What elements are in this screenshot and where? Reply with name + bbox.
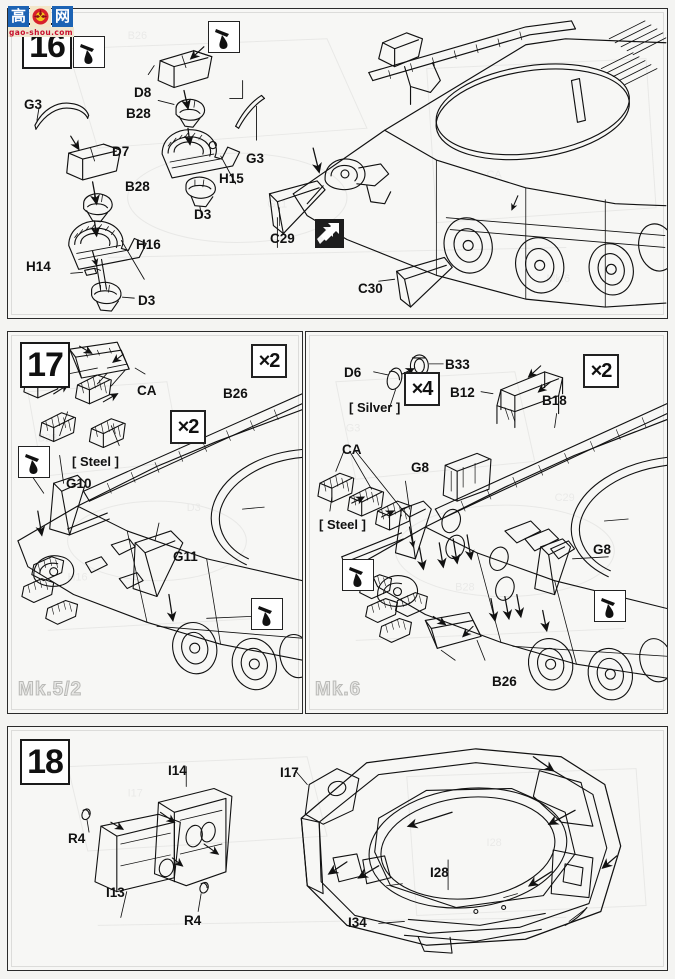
part-label-d7: D7	[112, 144, 130, 159]
svg-text:Mk.6: Mk.6	[546, 273, 570, 285]
part-label-i34: I34	[348, 915, 367, 930]
multiplier-steel: ×2	[170, 410, 206, 444]
glue-drop-icon	[18, 446, 50, 478]
svg-text:I28: I28	[487, 837, 502, 849]
svg-text:B26: B26	[128, 30, 148, 42]
material-label-silver: [ Silver ]	[349, 400, 401, 415]
step-18-artwork	[8, 727, 667, 970]
part-label-b28: B28	[126, 106, 151, 121]
glue-drop-icon	[208, 21, 240, 53]
part-label-d6: D6	[344, 365, 362, 380]
variant-mark-mk6: Mk.6	[314, 679, 362, 701]
part-label-g8: G8	[593, 542, 612, 557]
part-label-h15: H15	[219, 171, 244, 186]
svg-text:D3: D3	[187, 502, 201, 514]
part-label-g3: G3	[246, 151, 265, 166]
part-label-d3: D3	[138, 293, 156, 308]
part-label-r4: R4	[68, 831, 86, 846]
part-label-i28: I28	[430, 865, 449, 880]
mirror-flip-icon	[315, 219, 344, 248]
part-label-g10: G10	[66, 476, 92, 491]
multiplier-silver: ×4	[404, 372, 440, 406]
glue-drop-icon	[594, 590, 626, 622]
step-number-18: 18	[20, 739, 70, 785]
multiplier-steel-text: ×2	[177, 415, 200, 438]
material-label-steel: [ Steel ]	[319, 517, 366, 532]
watermark-emblem-icon	[30, 6, 51, 27]
part-label-i14: I14	[168, 763, 187, 778]
svg-text:G3: G3	[346, 422, 361, 434]
material-label-steel: [ Steel ]	[72, 454, 119, 469]
multiplier-b18: ×2	[583, 354, 619, 388]
part-label-b33: B33	[445, 357, 470, 372]
step-number-17-text: 17	[27, 346, 64, 384]
svg-text:B28: B28	[38, 432, 57, 444]
step-number-18-text: 18	[27, 743, 64, 781]
part-label-g8: G8	[411, 460, 430, 475]
part-label-b28: B28	[125, 179, 150, 194]
watermark-tiles: 高 网	[8, 6, 74, 27]
svg-text:CA: CA	[487, 169, 503, 181]
watermark-domain: gao-shou.com	[8, 27, 74, 37]
part-label-i17: I17	[280, 765, 299, 780]
part-label-d8: D8	[134, 85, 152, 100]
part-label-b26: B26	[223, 386, 248, 401]
part-label-c30: C30	[358, 281, 383, 296]
watermark-char-left: 高	[8, 6, 29, 27]
part-label-c29: C29	[270, 231, 295, 246]
site-watermark: 高 网 gao-shou.com	[8, 6, 74, 38]
svg-text:I17: I17	[128, 787, 143, 799]
multiplier-silver-text: ×4	[411, 377, 434, 400]
glue-drop-icon	[73, 36, 105, 68]
part-label-ca: CA	[137, 383, 157, 398]
part-label-g3: G3	[24, 97, 43, 112]
multiplier-b18-text: ×2	[590, 359, 613, 382]
part-label-b26: B26	[492, 674, 517, 689]
part-label-i13: I13	[106, 885, 125, 900]
multiplier-b26: ×2	[251, 344, 287, 378]
svg-text:B28: B28	[455, 582, 474, 594]
part-label-r4: R4	[184, 913, 202, 928]
part-label-b12: B12	[450, 385, 475, 400]
watermark-char-right: 网	[52, 6, 73, 27]
multiplier-b26-text: ×2	[258, 349, 281, 372]
step-number-17: 17	[20, 342, 70, 388]
part-label-g11: G11	[173, 549, 198, 564]
svg-text:H16: H16	[68, 572, 88, 584]
svg-text:G11: G11	[267, 199, 287, 211]
part-label-h14: H14	[26, 259, 51, 274]
step-16-artwork	[8, 9, 667, 318]
part-label-ca: CA	[342, 442, 362, 457]
glue-drop-icon	[251, 598, 283, 630]
glue-drop-icon	[342, 559, 374, 591]
part-label-h16: H16	[136, 237, 161, 252]
part-label-b18: B18	[542, 393, 567, 408]
variant-mark-mk5-2: Mk.5/2	[17, 679, 83, 701]
part-label-d3: D3	[194, 207, 212, 222]
svg-text:C29: C29	[555, 492, 575, 504]
